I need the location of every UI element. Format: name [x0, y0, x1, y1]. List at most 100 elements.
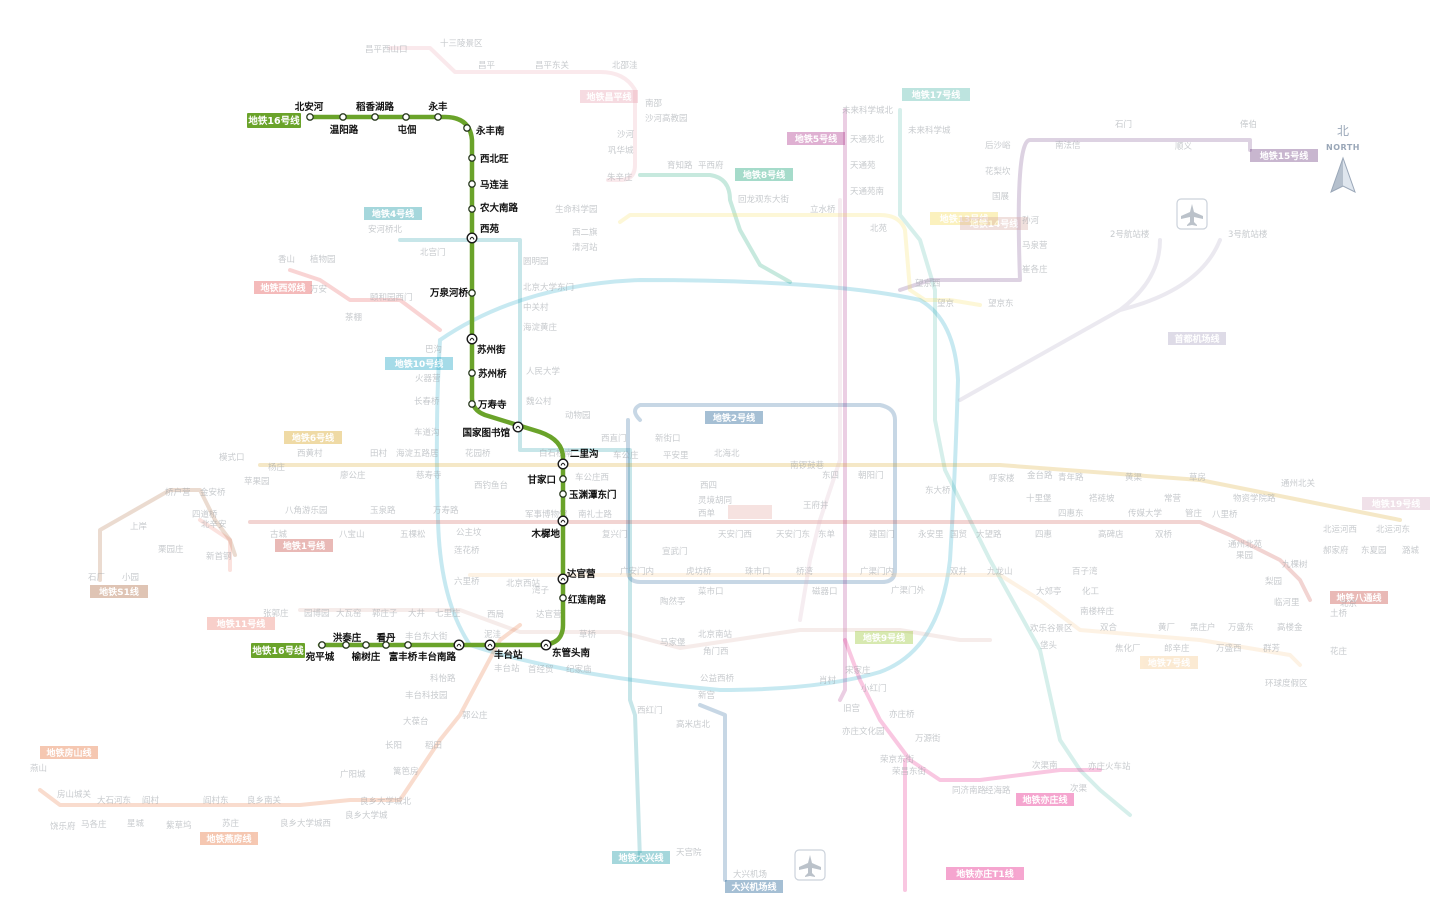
background-station-label: 荣昌东街 [892, 766, 927, 777]
background-station-label: 六里桥 [454, 576, 480, 587]
station-26[interactable]: 看丹 [376, 632, 396, 649]
line-17 [898, 108, 1132, 817]
station-2[interactable]: 温阳路 [330, 113, 359, 136]
line-15 [898, 138, 1252, 292]
line-badge-9[interactable]: 地铁西郊线 [254, 281, 312, 294]
line-badge-7[interactable]: 地铁13号线 [930, 212, 998, 225]
line-badge-rect [90, 585, 148, 598]
line-badge-26[interactable]: 地铁亦庄T1线 [946, 867, 1024, 880]
station-17[interactable]: 甘家口 [527, 474, 567, 486]
station-6[interactable]: 永丰南 [463, 124, 505, 137]
line-badge-14[interactable]: 地铁1号线 [275, 539, 333, 552]
background-station-label: 未来科学城北 [842, 105, 894, 116]
station-11[interactable]: 万泉河桥 [429, 287, 476, 299]
line-badge-20[interactable]: 地铁房山线 [40, 746, 98, 759]
line-badge-8[interactable]: 地铁14号线 [960, 217, 1028, 230]
background-station-label: 车公庄 [613, 450, 639, 461]
station-23[interactable]: 丰台站 [484, 639, 523, 661]
station-label: 红莲南路 [568, 594, 607, 606]
background-station-label: 北京西站 [506, 578, 541, 589]
station-9[interactable]: 农大南路 [468, 202, 519, 214]
background-station-label: 次渠 [1070, 783, 1088, 794]
line-badge-label: 地铁5号线 [795, 133, 837, 145]
line-badge-13[interactable]: 地铁6号线 [284, 431, 342, 444]
background-station-label: 南礼士路 [578, 509, 613, 520]
background-station-label: 崔各庄 [1022, 264, 1048, 275]
line-badge-19[interactable]: 地铁9号线 [855, 631, 913, 644]
station-3[interactable]: 稻香湖路 [356, 101, 395, 121]
station-24[interactable]: 丰台南路 [418, 639, 465, 663]
station-27[interactable]: 榆树庄 [352, 641, 381, 663]
station-1[interactable]: 北安河 [295, 101, 324, 121]
line-badge-4[interactable]: 地铁8号线 [735, 168, 793, 181]
background-station-label: 北海北 [714, 448, 740, 459]
background-station-label: 天通苑南 [850, 186, 884, 197]
station-dot [342, 641, 350, 649]
line-badge-25[interactable]: 大兴机场线 [725, 880, 783, 893]
line-badge-18[interactable]: 地铁八通线 [1330, 591, 1388, 604]
line-badge-rect [787, 132, 845, 145]
station-label: 北安河 [295, 101, 324, 113]
station-12[interactable]: 苏州街 [466, 333, 506, 356]
station-15[interactable]: 国家图书馆 [462, 421, 524, 439]
station-13[interactable]: 苏州桥 [468, 368, 507, 380]
station-29[interactable]: 宛平城 [305, 641, 335, 663]
background-station-label: 西直门 [601, 433, 627, 444]
line-badge-2[interactable]: 地铁17号线 [902, 88, 970, 101]
line-badge-23[interactable]: 地铁19号线 [1362, 497, 1430, 510]
background-station-label: 果园 [1236, 551, 1253, 561]
background-station-label: 望京 [937, 298, 954, 309]
background-station-label: 国贸 [950, 529, 967, 540]
station-14[interactable]: 万寿寺 [468, 399, 507, 411]
station-8[interactable]: 马连洼 [468, 179, 509, 191]
station-22[interactable]: 东管头南 [540, 639, 591, 659]
station-10[interactable]: 西苑 [466, 223, 500, 244]
station-dot [463, 124, 471, 132]
line-16-badge-north[interactable]: 地铁16号线 [247, 113, 301, 128]
line-6 [258, 463, 1402, 522]
background-station-label: 常营 [1164, 493, 1181, 504]
line-badge-12[interactable]: 地铁2号线 [705, 411, 763, 424]
line-daxing-airport [698, 703, 727, 882]
background-station-label: 金台路 [1027, 470, 1053, 481]
background-station-label: 公主坟 [456, 527, 482, 538]
line-badge-21[interactable]: 地铁燕房线 [200, 832, 258, 845]
line-badge-16[interactable]: 地铁S1线 [90, 585, 148, 598]
background-station-label: 动物园 [565, 410, 591, 421]
line-badge-22[interactable]: 地铁亦庄线 [1016, 793, 1074, 806]
line-badge-24[interactable]: 地铁大兴线 [612, 851, 670, 864]
background-station-label: 西四 [700, 481, 717, 491]
background-station-label: 丰台站 [494, 663, 520, 674]
line-badge-6[interactable]: 地铁4号线 [364, 207, 422, 220]
station-19[interactable]: 木樨地 [530, 515, 569, 540]
station-5[interactable]: 永丰 [427, 101, 448, 121]
background-station-label: 九棵树 [1282, 559, 1308, 570]
line-badge-3[interactable]: 地铁5号线 [787, 132, 845, 145]
line-16-badge-south[interactable]: 地铁16号线 [251, 643, 305, 658]
station-28[interactable]: 洪泰庄 [333, 632, 362, 649]
station-label: 甘家口 [527, 474, 556, 486]
background-station-label: 饶乐府 [50, 821, 76, 832]
line-badge-11[interactable]: 地铁10号线 [385, 357, 453, 370]
station-label: 苏州桥 [478, 368, 507, 380]
station-20[interactable]: 达官营 [557, 568, 596, 585]
background-station-label: 万盛东 [1228, 622, 1254, 633]
station-label: 玉渊潭东门 [569, 489, 617, 501]
line-badge-rect [200, 832, 258, 845]
station-21[interactable]: 红莲南路 [559, 594, 607, 606]
line-badge-5[interactable]: 地铁15号线 [1250, 149, 1318, 162]
station-7[interactable]: 西北旺 [468, 153, 509, 165]
station-label: 榆树庄 [352, 651, 381, 663]
transfer-station-icon [557, 515, 569, 527]
station-18[interactable]: 玉渊潭东门 [559, 489, 617, 501]
line-badge-label: 地铁9号线 [863, 632, 905, 644]
background-station-label: 天通苑北 [850, 134, 885, 145]
station-25[interactable]: 富丰桥 [389, 641, 418, 663]
line-badge-17[interactable]: 地铁7号线 [1140, 656, 1198, 669]
line-badge-1[interactable]: 地铁昌平线 [580, 90, 638, 103]
station-4[interactable]: 屯佃 [397, 113, 417, 136]
line-badge-10[interactable]: 首都机场线 [1168, 332, 1226, 345]
line-badge-15[interactable]: 地铁11号线 [207, 617, 275, 630]
station-16[interactable]: 二里沟 [557, 448, 599, 470]
line-10 [434, 278, 960, 692]
